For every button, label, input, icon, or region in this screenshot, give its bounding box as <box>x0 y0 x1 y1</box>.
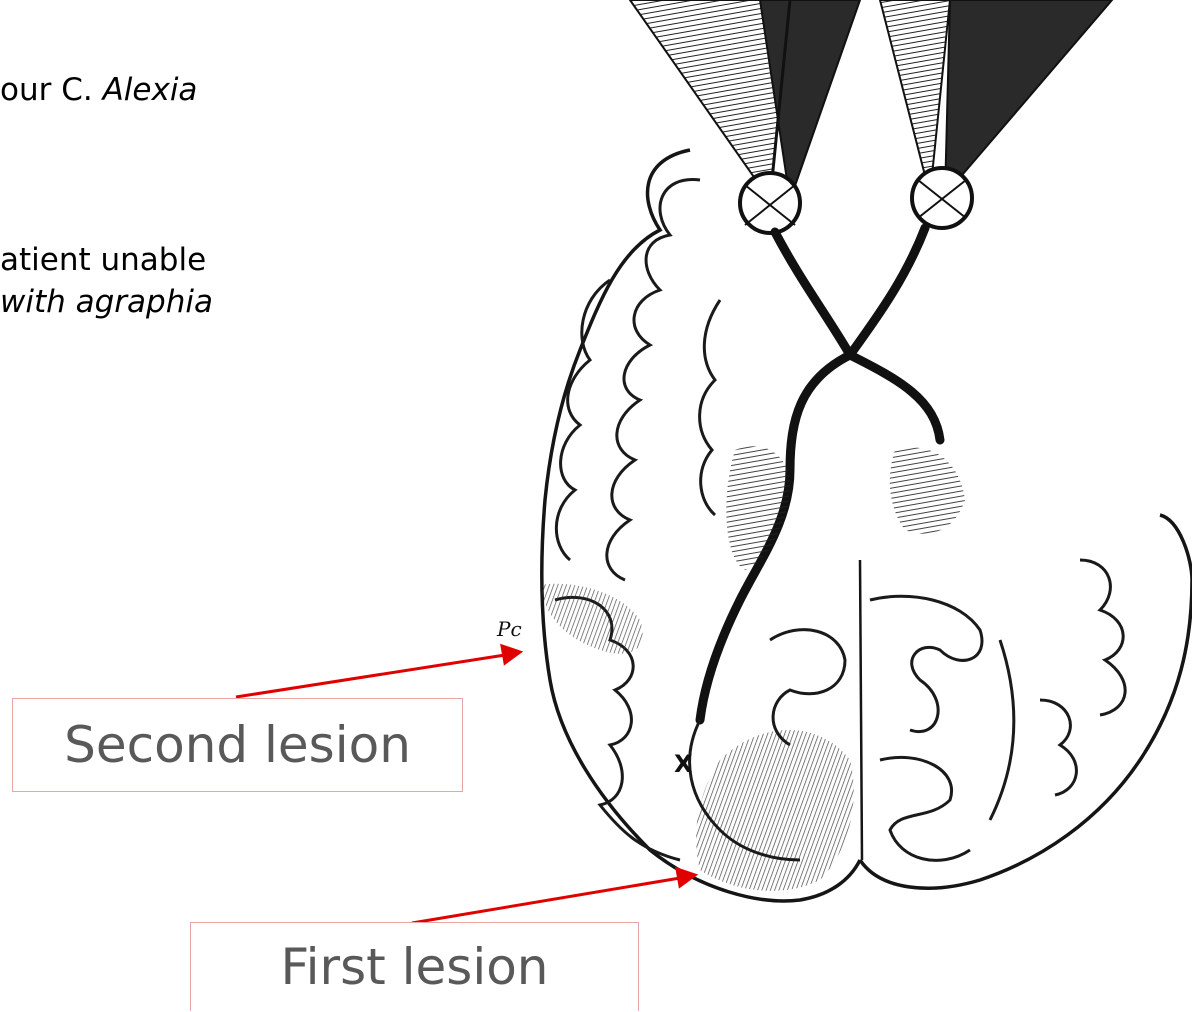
brain-outline <box>542 150 1192 901</box>
pc-label: Pc <box>496 617 522 641</box>
right-gyri <box>870 560 1125 860</box>
eye-circles <box>740 168 972 233</box>
lesion-shading <box>540 446 965 891</box>
visual-field-triangles <box>630 0 1112 200</box>
first-lesion-callout: First lesion <box>190 922 639 1011</box>
x-mark-label: X <box>674 750 693 778</box>
second-lesion-callout: Second lesion <box>12 698 463 792</box>
